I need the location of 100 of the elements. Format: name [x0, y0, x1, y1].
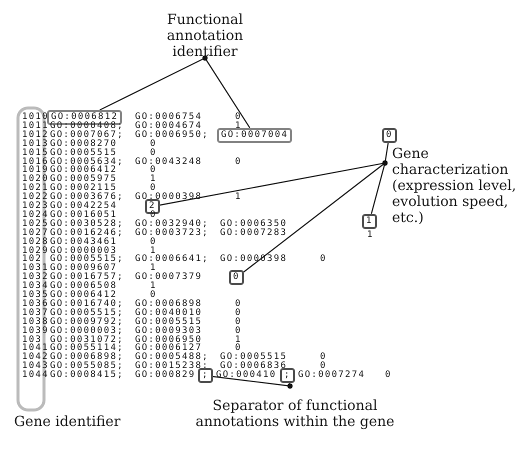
- table-cell: GO:0007067;: [50, 130, 124, 140]
- table-cell: GO:0007283: [220, 228, 288, 238]
- table-cell: GO:0006350: [220, 220, 288, 229]
- table-cell: GO:0043461: [50, 238, 118, 247]
- table-cell: 0: [150, 140, 157, 149]
- table-cell: GO:0006508: [50, 282, 118, 292]
- table-cell: GO:0003723;: [135, 228, 209, 238]
- table-cell: 1: [150, 246, 157, 256]
- table-cell: GO:0006641;: [135, 255, 209, 264]
- table-cell: GO:0031072;: [50, 336, 124, 344]
- table-cell: 0: [150, 238, 157, 247]
- table-cell: 1: [235, 193, 242, 202]
- table-cell: GO:0006898: [135, 300, 202, 309]
- table-cell: GO:0006950;: [135, 130, 209, 140]
- table-cell: GO:0055114;: [50, 344, 124, 354]
- table-cell: 1012: [22, 130, 49, 140]
- table-cell: 1022: [22, 193, 49, 202]
- table-cell: 1024: [22, 210, 49, 220]
- table-cell: 0: [235, 300, 242, 309]
- table-cell: 0: [235, 308, 242, 318]
- table-cell: GO:0006127: [135, 344, 202, 354]
- table-cell: 1027: [22, 228, 49, 238]
- table-cell: 1: [150, 282, 157, 292]
- table-cell: 0: [320, 255, 327, 264]
- highlighted-cell: ;: [280, 368, 295, 384]
- table-cell: GO:0016757;: [50, 273, 124, 282]
- table-cell: GO:0055085;: [50, 362, 124, 372]
- table-cell: 0: [235, 318, 242, 327]
- table-cell: 0: [150, 184, 157, 194]
- table-cell: GO:0002115: [50, 184, 118, 194]
- table-cell: GO:0005975: [50, 175, 118, 184]
- table-cell: GO:0042254: [50, 202, 118, 211]
- table-cell: 1031: [22, 264, 49, 274]
- table-cell: GO:0009607: [50, 264, 118, 274]
- table-cell: 1044: [22, 371, 49, 380]
- table-cell: 1: [367, 230, 374, 240]
- table-cell: 0: [235, 158, 242, 166]
- annotation-label: Separator of functional annotations within the gene: [195, 398, 395, 430]
- table-cell: GO:0005515: [135, 318, 202, 327]
- table-cell: 1034: [22, 282, 49, 292]
- table-cell: 0: [150, 291, 157, 300]
- table-cell: 1025: [22, 220, 49, 229]
- table-cell: 0: [235, 113, 242, 122]
- table-cell: 1032: [22, 273, 49, 282]
- table-cell: GO:0000003;: [50, 326, 124, 336]
- table-cell: GO:000829: [135, 371, 196, 380]
- highlighted-cell: 1: [362, 214, 377, 229]
- table-cell: GO:0040010: [135, 308, 202, 318]
- table-cell: 1038: [22, 318, 49, 327]
- table-cell: 0: [235, 326, 242, 336]
- leader-line: [287, 382, 293, 389]
- table-cell: 103: [22, 336, 42, 344]
- table-cell: 1021: [22, 184, 49, 194]
- leader-line: [202, 55, 250, 128]
- table-cell: GO:0005515;: [50, 255, 124, 264]
- table-cell: GO:0005515: [50, 148, 118, 158]
- table-cell: GO:0006412: [50, 291, 118, 300]
- table-cell: 1: [235, 336, 242, 344]
- table-cell: GO:0006412: [50, 166, 118, 176]
- table-cell: GO:0005634;: [50, 158, 124, 166]
- table-cell: 1020: [22, 175, 49, 184]
- table-cell: GO:0030528;: [50, 220, 124, 229]
- table-cell: GO:0032940;: [135, 220, 209, 229]
- table-cell: 1041: [22, 344, 49, 354]
- table-cell: 1015: [22, 148, 49, 158]
- table-cell: 1028: [22, 238, 49, 247]
- annotation-label: Functional annotation identifier: [140, 12, 270, 60]
- table-cell: 1: [150, 264, 157, 274]
- leader-line: [243, 160, 388, 272]
- table-cell: GO:0000003: [50, 246, 118, 256]
- highlighted-cell: 0: [229, 270, 244, 286]
- highlighted-cell: ;: [198, 368, 213, 384]
- annotation-label: Gene characterization (expression level, evolution speed, etc.): [392, 146, 525, 226]
- table-cell: 0: [385, 371, 392, 380]
- table-cell: 1037: [22, 308, 49, 318]
- annotation-label: Gene identifier: [14, 414, 120, 430]
- table-cell: 102: [22, 255, 42, 264]
- table-cell: GO:0006754: [135, 113, 202, 122]
- table-cell: GO:000410: [216, 371, 276, 380]
- table-cell: 1019: [22, 166, 49, 176]
- table-cell: GO:0005515: [220, 353, 288, 362]
- table-cell: 1043: [22, 362, 49, 372]
- table-cell: 0: [150, 166, 157, 176]
- table-cell: GO:0005515;: [50, 308, 124, 318]
- table-cell: GO:0008415;: [50, 371, 124, 380]
- table-cell: 1029: [22, 246, 49, 256]
- table-cell: 1039: [22, 326, 49, 336]
- table-cell: GO:0007379: [135, 273, 202, 282]
- highlighted-cell: GO:0007004: [217, 128, 292, 143]
- table-cell: GO:0004674: [135, 122, 202, 131]
- table-cell: GO:0007274: [298, 371, 366, 380]
- table-cell: GO:0009303: [135, 326, 202, 336]
- highlighted-cell: 0: [382, 128, 397, 143]
- table-cell: 1010: [22, 113, 49, 122]
- table-cell: 1023: [22, 202, 49, 211]
- table-cell: GO:0016051: [50, 210, 118, 220]
- table-cell: GO:0003676;: [50, 193, 124, 202]
- table-cell: 1011: [22, 122, 49, 131]
- table-cell: 1042: [22, 353, 49, 362]
- table-cell: 1013: [22, 140, 49, 149]
